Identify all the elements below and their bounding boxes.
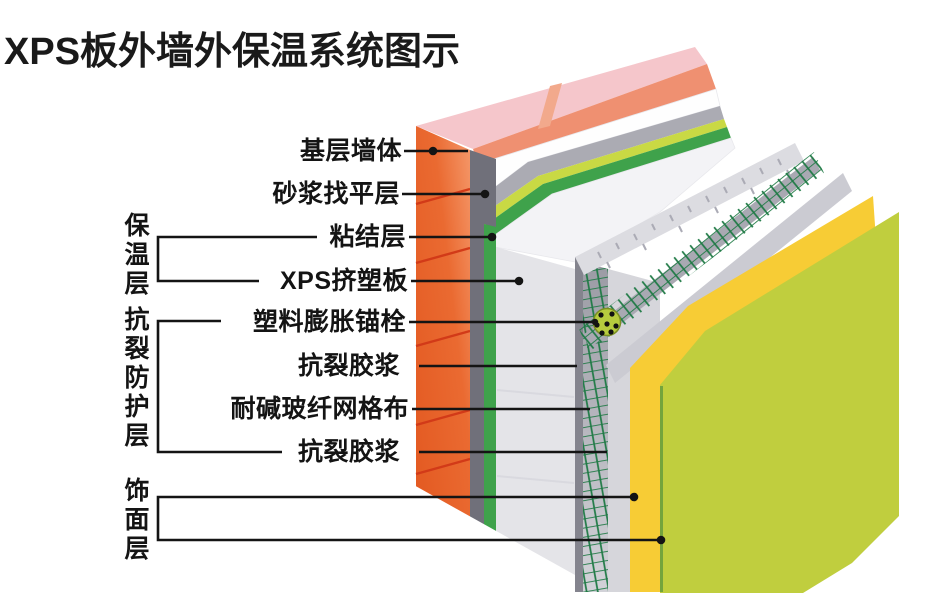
callout-lines <box>156 149 661 542</box>
label-crack-mortar-1: 抗裂胶浆 <box>297 352 400 380</box>
label-crack-mortar-2: 抗裂胶浆 <box>297 438 400 466</box>
crack-mortar-edge-strip <box>575 257 583 592</box>
finish-chartreuse-panel <box>660 212 899 593</box>
bonding-green-band <box>477 127 731 242</box>
group-label-insulation: 保温层 <box>121 212 149 299</box>
plastic-anchor-disc <box>592 307 622 337</box>
label-base-wall: 基层墙体 <box>299 137 402 165</box>
leveling-gray-band <box>466 106 724 222</box>
group-label-crack-protection: 抗裂防护层 <box>121 306 149 451</box>
page-title: XPS板外墙外保温系统图示 <box>4 31 461 73</box>
bracket-finish <box>156 495 661 542</box>
xps-top-face <box>484 137 736 263</box>
base-wall-face <box>416 126 470 592</box>
bracket-crack-protection <box>156 319 282 454</box>
callout-dots <box>428 146 666 545</box>
label-anchor-bolt: 塑料膨胀锚栓 <box>252 308 406 336</box>
label-mortar-leveling: 砂浆找平层 <box>272 180 400 208</box>
bonding-yellow-green-band <box>472 119 727 231</box>
group-label-finish: 饰面层 <box>121 477 149 564</box>
xps-board-face <box>496 247 575 592</box>
top-slab-salmon-bevel <box>473 64 716 164</box>
section-dark-gray-strip <box>470 150 496 592</box>
xps-face-shading-lines <box>496 389 575 484</box>
top-slab-brick-joint <box>538 83 562 129</box>
label-fiberglass-mesh: 耐碱玻纤网格布 <box>230 395 409 423</box>
fiberglass-mesh-panel <box>579 152 824 352</box>
label-xps-board: XPS挤塑板 <box>279 267 408 295</box>
bracket-insulation <box>156 235 317 283</box>
top-slab-pink-face <box>416 47 707 149</box>
label-bonding-layer: 粘结层 <box>329 223 406 251</box>
base-wall-brick-lines <box>415 187 471 476</box>
